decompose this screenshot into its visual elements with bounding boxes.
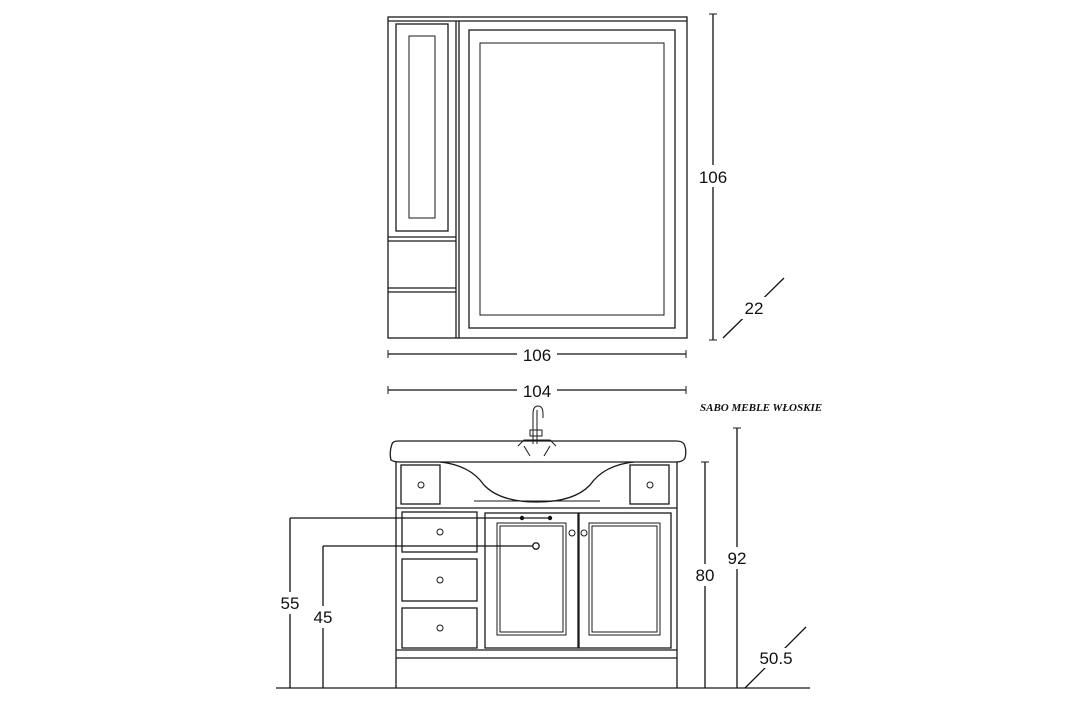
top-small-drawer-right — [629, 464, 670, 505]
dimension-vanity-depth: 50.5 — [744, 626, 807, 689]
vanity-body-height-label: 80 — [696, 566, 715, 585]
drain-height-lower-label: 45 — [314, 608, 333, 627]
vanity-cabinet — [389, 405, 687, 688]
dimension-vanity-total-height: 92 — [724, 427, 752, 688]
door-left — [484, 512, 579, 649]
mirror-panel — [468, 29, 676, 329]
dimension-vanity-width: 104 — [387, 380, 687, 402]
left-drawer-3 — [401, 607, 478, 649]
left-drawer-2 — [401, 558, 478, 602]
mirror-cabinet — [387, 16, 688, 339]
dimension-drain-height-lower: 45 — [309, 545, 533, 688]
left-drawer-1 — [401, 511, 478, 553]
side-column-door — [395, 23, 449, 232]
vanity-total-height-label: 92 — [728, 549, 747, 568]
dimension-drain-height-upper: 55 — [276, 517, 521, 688]
vanity-width-label: 104 — [523, 382, 551, 401]
mirror-width-label: 106 — [523, 346, 551, 365]
side-column-drawers — [388, 236, 456, 293]
dimension-mirror-width: 106 — [387, 344, 687, 366]
drain-height-upper-label: 55 — [281, 594, 300, 613]
brand-label: SABO MEBLE WŁOSKIE — [700, 402, 822, 414]
mirror-height-label: 106 — [699, 168, 727, 187]
dimension-vanity-body-height: 80 — [692, 461, 720, 688]
vanity-depth-label: 50.5 — [759, 649, 792, 668]
dimension-mirror-height: 106 — [696, 13, 730, 341]
top-small-drawer-left — [400, 464, 441, 505]
door-right — [578, 512, 672, 649]
dimension-mirror-depth: 22 — [722, 277, 785, 339]
faucet — [517, 405, 557, 457]
mirror-depth-label: 22 — [745, 299, 764, 318]
